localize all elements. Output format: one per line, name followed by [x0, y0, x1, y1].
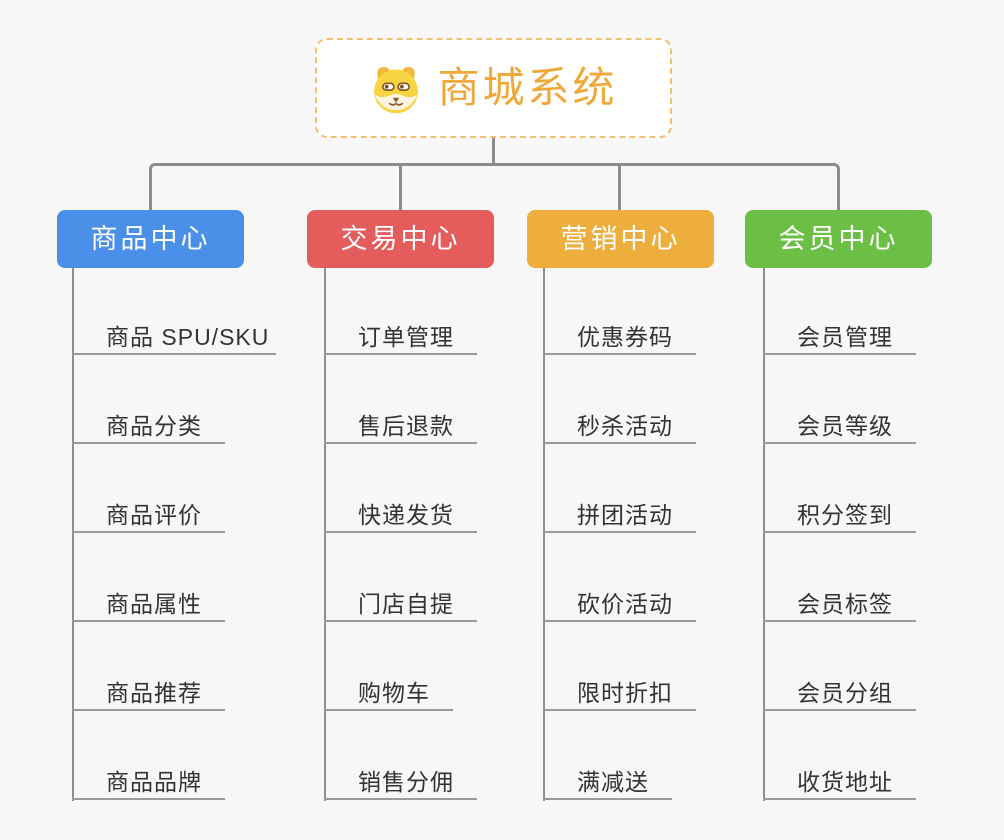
sub-topic[interactable]: 购物车	[324, 671, 453, 711]
branch-label: 商品中心	[90, 223, 211, 254]
sub-topic[interactable]: 订单管理	[324, 315, 477, 355]
sub-topic[interactable]: 销售分佣	[324, 760, 477, 800]
sub-topic[interactable]: 商品品牌	[72, 760, 225, 800]
branch-label: 交易中心	[340, 223, 461, 254]
sub-topic[interactable]: 商品分类	[72, 404, 225, 444]
sub-topic[interactable]: 商品属性	[72, 582, 225, 622]
sub-topic[interactable]: 门店自提	[324, 582, 477, 622]
sub-topic[interactable]: 砍价活动	[543, 582, 696, 622]
sub-topic[interactable]: 秒杀活动	[543, 404, 696, 444]
subtopic-spine-line	[324, 268, 326, 801]
sub-topic[interactable]: 商品 SPU/SKU	[72, 315, 276, 355]
sub-topic[interactable]: 会员等级	[763, 404, 916, 444]
sub-topic[interactable]: 快递发货	[324, 493, 477, 533]
sub-topic[interactable]: 会员分组	[763, 671, 916, 711]
sub-topic[interactable]: 收货地址	[763, 760, 916, 800]
branch-connector-rail	[149, 163, 840, 210]
sub-topic[interactable]: 满减送	[543, 760, 672, 800]
branch-topic-trade-center[interactable]: 交易中心	[307, 210, 494, 268]
subtopic-spine-line	[763, 268, 765, 801]
branch-topic-product-center[interactable]: 商品中心	[57, 210, 244, 268]
root-title: 商城系统	[437, 64, 618, 111]
branch-label: 会员中心	[778, 223, 899, 254]
branch-label: 营销中心	[560, 223, 681, 254]
sub-topic[interactable]: 优惠券码	[543, 315, 696, 355]
sub-topic[interactable]: 拼团活动	[543, 493, 696, 533]
branch-connector-line	[399, 165, 402, 210]
subtopic-spine-line	[543, 268, 545, 801]
sub-topic[interactable]: 限时折扣	[543, 671, 696, 711]
branch-topic-marketing-center[interactable]: 营销中心	[527, 210, 714, 268]
sub-topic[interactable]: 商品推荐	[72, 671, 225, 711]
sub-topic[interactable]: 积分签到	[763, 493, 916, 533]
sub-topic[interactable]: 商品评价	[72, 493, 225, 533]
root-connector-line	[492, 138, 495, 166]
sub-topic[interactable]: 会员管理	[763, 315, 916, 355]
sub-topic[interactable]: 售后退款	[324, 404, 477, 444]
dog-face-icon	[369, 61, 423, 115]
branch-connector-line	[618, 165, 621, 210]
sub-topic[interactable]: 会员标签	[763, 582, 916, 622]
root-topic[interactable]: 商城系统	[315, 38, 672, 138]
branch-topic-member-center[interactable]: 会员中心	[745, 210, 932, 268]
subtopic-spine-line	[72, 268, 74, 801]
